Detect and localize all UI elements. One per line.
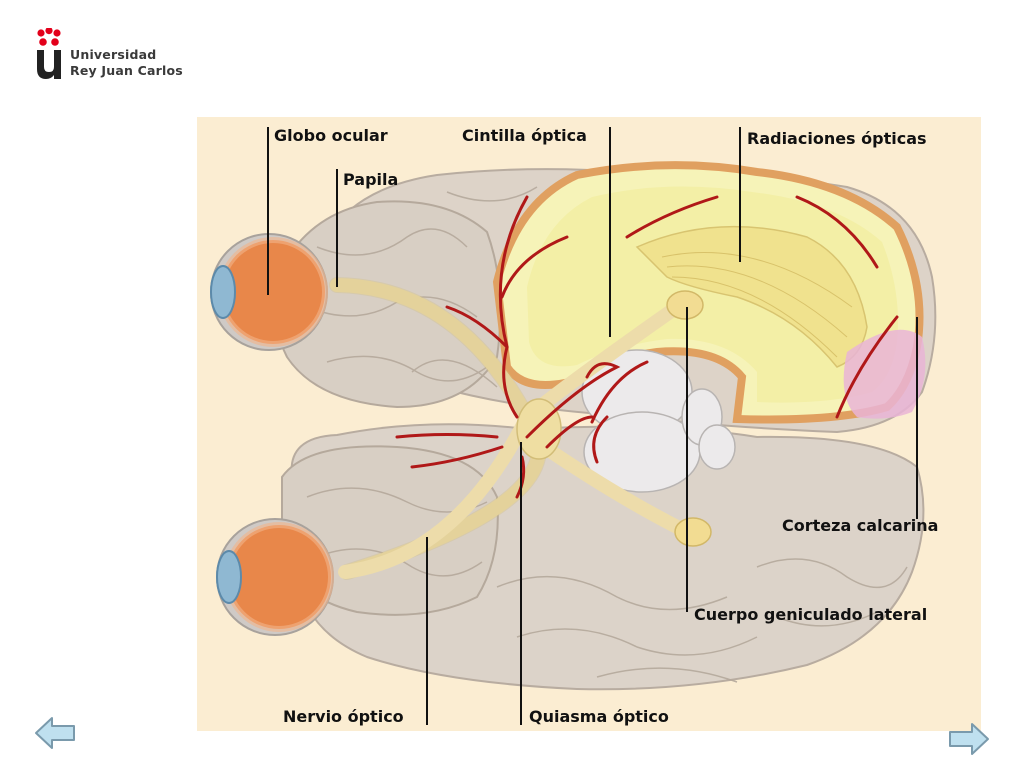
label-nervio-optico: Nervio óptico	[283, 707, 404, 726]
university-logo-mark	[37, 28, 61, 79]
calcarine-region	[843, 329, 926, 419]
label-corteza-calcarina: Corteza calcarina	[782, 516, 939, 535]
label-quiasma-optico: Quiasma óptico	[529, 707, 669, 726]
label-cintilla-optica: Cintilla óptica	[462, 126, 587, 145]
label-leader-lines	[267, 127, 918, 725]
next-slide-arrow-icon[interactable]	[948, 722, 990, 756]
blood-vessels	[395, 195, 899, 499]
university-name: Universidad Rey Juan Carlos	[70, 47, 183, 79]
eyeball-lower	[216, 518, 334, 636]
radiation-fibers	[661, 252, 853, 358]
optic-pathway	[329, 277, 694, 580]
gyri-texture	[306, 186, 908, 683]
label-radiaciones-opticas: Radiaciones ópticas	[747, 129, 927, 148]
label-cuerpo-geniculado-lateral: Cuerpo geniculado lateral	[694, 605, 928, 624]
university-logo: Universidad Rey Juan Carlos	[34, 28, 194, 84]
lateral-geniculate-upper	[666, 290, 704, 320]
university-name-line2: Rey Juan Carlos	[70, 63, 183, 78]
label-papila: Papila	[343, 170, 399, 189]
label-globo-ocular: Globo ocular	[274, 126, 388, 145]
university-name-line1: Universidad	[70, 47, 157, 62]
frontal-lobe-upper	[272, 200, 502, 409]
visual-pathway-diagram: Globo ocular Papila Cintilla óptica Radi…	[197, 117, 981, 731]
thalamus	[581, 349, 736, 493]
lateral-geniculate-lower	[674, 517, 712, 547]
previous-slide-arrow-icon[interactable]	[34, 716, 76, 750]
brain-illustration	[210, 127, 937, 725]
optic-chiasm-shape	[516, 398, 562, 460]
